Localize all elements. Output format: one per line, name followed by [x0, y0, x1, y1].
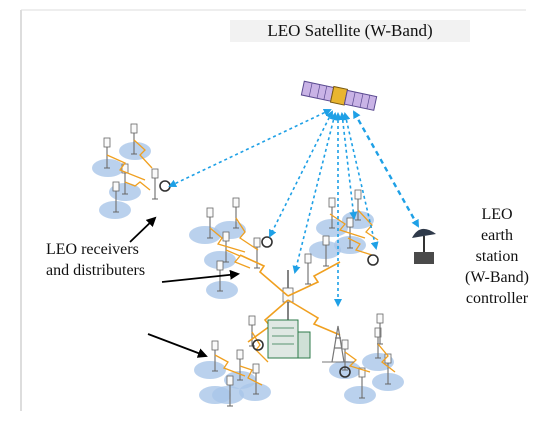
cluster-bottom-left: [194, 315, 271, 407]
earth-station-dish-icon: [412, 228, 436, 264]
cluster-right: [304, 189, 379, 285]
label-pointer-arrows: [129, 216, 240, 358]
earth-station-label-line-1: LEO: [481, 206, 513, 223]
cluster-left: [92, 123, 159, 219]
earth-station-link: [352, 110, 420, 228]
earth-station-label-line-3: station: [475, 248, 519, 265]
cluster-middle: [189, 197, 261, 299]
satellite-icon: [300, 80, 378, 111]
building-icon: [267, 319, 311, 359]
lattice-tower-icon: [322, 325, 354, 363]
earth-station-label: LEO earth station (W-Band) controller: [462, 204, 532, 309]
earth-station-label-line-5: controller: [465, 290, 529, 307]
cluster-bottom-right: [329, 313, 404, 404]
receivers-label-line-1: LEO receivers: [46, 241, 139, 258]
earth-station-label-line-2: earth: [481, 227, 513, 244]
central-hub: [239, 254, 341, 343]
receivers-label-line-2: and distributers: [46, 262, 146, 279]
satellite-label: LEO Satellite (W-Band): [230, 20, 470, 42]
receivers-label: LEO receivers and distributers: [46, 239, 216, 281]
earth-station-label-line-4: (W-Band): [465, 269, 529, 286]
